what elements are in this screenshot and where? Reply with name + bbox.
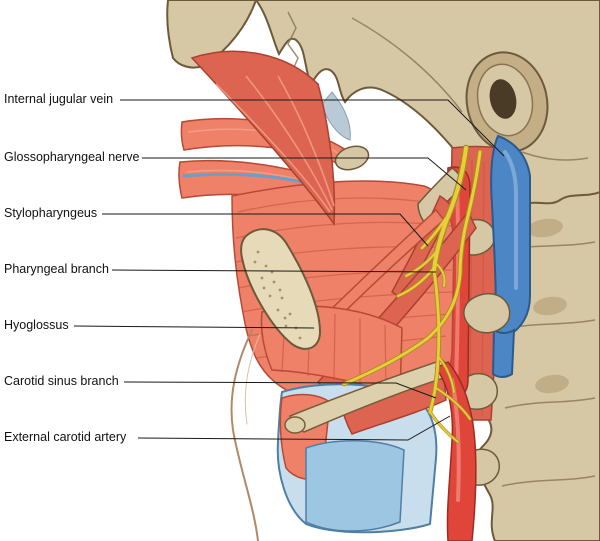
skull-contour bbox=[521, 151, 589, 161]
label-pharyngeal-branch: Pharyngeal branch bbox=[4, 262, 109, 276]
label-glossopharyngeal-nerve: Glossopharyngeal nerve bbox=[4, 150, 140, 164]
vertebral-vein-stub bbox=[491, 328, 516, 378]
leader-external-carotid-artery bbox=[137, 415, 451, 441]
vertebra-facet bbox=[535, 374, 569, 394]
leader-glossopharyngeal-nerve bbox=[142, 157, 467, 191]
neck-outline bbox=[230, 329, 261, 541]
label-stylopharyngeus: Stylopharyngeus bbox=[4, 206, 98, 220]
label-carotid-sinus-branch: Carotid sinus branch bbox=[4, 374, 119, 388]
vertebra-facet bbox=[527, 218, 563, 238]
leader-internal-jugular-vein bbox=[120, 99, 505, 157]
ear-canal bbox=[465, 51, 549, 153]
leader-lines bbox=[73, 99, 505, 441]
skull-contour bbox=[351, 17, 463, 113]
temporalis-muscle bbox=[190, 50, 336, 227]
label-internal-jugular-vein: Internal jugular vein bbox=[4, 92, 114, 106]
spongy-bone-stipple bbox=[253, 250, 302, 340]
thyroid-cartilage-lamina bbox=[305, 439, 405, 532]
label-hyoglossus: Hyoglossus bbox=[4, 318, 69, 332]
zygomatic-arch-stump bbox=[166, 0, 258, 69]
skull-suture-crack bbox=[287, 11, 299, 73]
vertebra-facet bbox=[533, 296, 567, 316]
leader-pharyngeal-branch bbox=[111, 269, 437, 273]
label-external-carotid-artery: External carotid artery bbox=[4, 430, 127, 444]
mandible-ramus-stump bbox=[240, 228, 322, 350]
transverse-process-front bbox=[463, 292, 511, 334]
leader-stylopharyngeus bbox=[102, 213, 429, 247]
leader-carotid-sinus-branch bbox=[123, 381, 437, 399]
leader-hyoglossus bbox=[73, 325, 315, 329]
